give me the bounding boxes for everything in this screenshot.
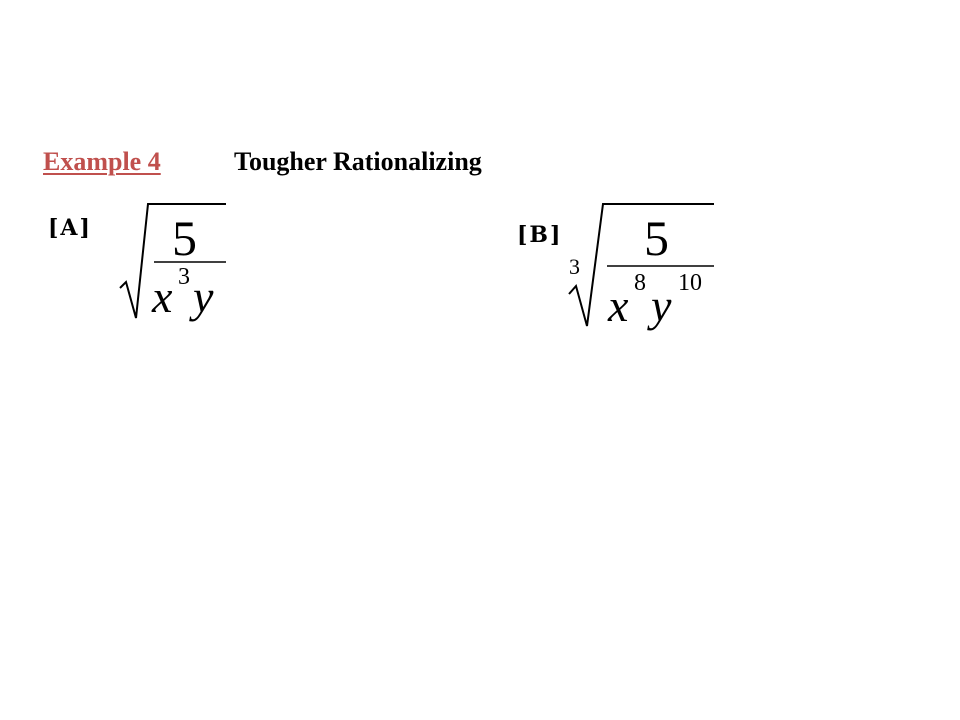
numerator-b: 5 [644, 210, 669, 266]
denominator-b-y-exponent: 10 [678, 270, 702, 296]
radical-sign-a [119, 203, 226, 319]
radical-sign-b [568, 203, 714, 327]
problem-b-label: [B] [517, 222, 563, 248]
denominator-b-x-exponent: 8 [634, 270, 646, 296]
denominator-b-x: x [608, 280, 629, 331]
denominator-a-x-exponent: 3 [178, 264, 190, 290]
denominator-a-x: x [152, 271, 173, 322]
problem-a-label: [A] [48, 215, 92, 241]
example-heading-label: Example 4 [43, 147, 161, 176]
denominator-b-y: y [651, 280, 672, 331]
numerator-a: 5 [172, 210, 197, 266]
example-heading-title: Tougher Rationalizing [234, 147, 482, 176]
radical-index-b: 3 [569, 254, 580, 279]
denominator-a-y: y [193, 271, 214, 322]
